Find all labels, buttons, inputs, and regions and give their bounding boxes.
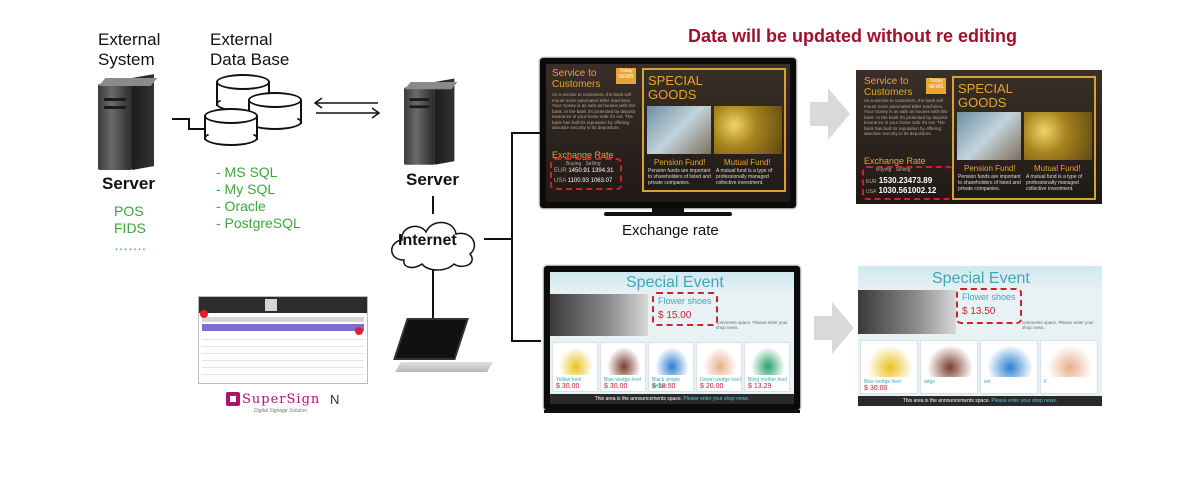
server-mid-label: Server <box>406 170 459 189</box>
shoe-price: $ 30.00 <box>556 383 580 390</box>
db-item: - Oracle <box>216 198 266 214</box>
internet-label: Internet <box>398 232 457 249</box>
exchange-caption: Exchange rate <box>622 222 719 239</box>
supersign-logo: SuperSign N Digital Signage Solution <box>226 390 346 420</box>
shoe-price: $ 20.00 <box>700 383 724 390</box>
laptop-icon <box>393 318 493 382</box>
server-tower-mid-icon <box>404 78 458 165</box>
supersign-software-screenshot <box>198 296 368 384</box>
shoe-image <box>751 347 785 375</box>
shoe-image <box>1047 345 1093 377</box>
special-goods-panel: SPECIAL GOODS Pension Fund! Pension fund… <box>952 76 1096 200</box>
special-goods-panel: SPECIAL GOODS Pension Fund! Pension fund… <box>642 68 786 192</box>
server-item: ……. <box>114 237 146 253</box>
shoe-name: Blue wedge heel <box>604 377 641 383</box>
database-icon <box>204 74 304 164</box>
announcement-bar: This area is the announcements space. Pl… <box>550 394 794 404</box>
announcement-bar: This area is the announcements space. Pl… <box>858 396 1102 406</box>
highlight-box <box>652 292 718 326</box>
signage-exchange-after: Service to Customers Today NEWS As a ser… <box>856 70 1102 204</box>
shoe-card: Blue wedge heel$ 30.00 <box>860 340 918 394</box>
server-tower-left-icon <box>98 74 158 170</box>
shoe-name: Yellow heel <box>556 377 582 383</box>
shoe-image <box>703 347 737 375</box>
db-item: - PostgreSQL <box>216 215 301 231</box>
shoe-name: Bling mother heel <box>748 377 787 383</box>
external-db-label: External Data Base <box>210 30 290 69</box>
sync-arrows-icon <box>313 97 381 119</box>
shoe-card: Green wedge heel$ 20.00 <box>696 342 742 392</box>
shoe-price: $ 18.50 <box>652 383 676 390</box>
tv-exchange-before: Service to Customers Today NEWS As a ser… <box>540 58 796 216</box>
shoes-photo <box>858 290 956 334</box>
server-left-label: Server <box>102 174 155 193</box>
server-item: FIDS <box>114 220 146 236</box>
shoe-name: Black simple wedge <box>652 377 681 389</box>
exchange-row: EUR 1530.23473.89 <box>866 176 933 185</box>
shoe-image <box>987 345 1033 377</box>
server-item: POS <box>114 203 144 219</box>
highlight-box <box>862 166 954 200</box>
headline: Data will be updated without re editing <box>688 26 1018 46</box>
dollar-image <box>957 112 1021 160</box>
external-system-label: External System <box>98 30 161 69</box>
shoe-image <box>559 347 593 375</box>
db-item: - My SQL <box>216 181 276 197</box>
arrow-right-icon <box>814 302 854 354</box>
shoe-image <box>927 345 973 377</box>
shoe-name: Green wedge heel <box>700 377 741 383</box>
shoe-card: adge <box>920 340 978 394</box>
shoe-price: $ 13.29 <box>748 383 772 390</box>
exchange-row: EUR 1450.91 1394.31 <box>554 168 614 174</box>
dollar-image <box>647 106 711 154</box>
server-left-items: POS FIDS ……. <box>114 203 146 254</box>
shoe-card: Black simple wedge$ 18.50 <box>648 342 694 392</box>
tv-event-before: Special Event Flower shoes $ 15.00 comme… <box>544 266 800 413</box>
exchange-row: USA 1030.561002.12 <box>866 186 937 195</box>
shoe-card: eel <box>980 340 1038 394</box>
shoe-name: eel <box>984 379 991 385</box>
shoe-name: Il <box>1044 379 1047 385</box>
db-item: - MS SQL <box>216 164 278 180</box>
shoe-image <box>867 345 913 377</box>
db-list: - MS SQL - My SQL - Oracle - PostgreSQL <box>216 164 301 232</box>
highlight-box <box>956 288 1022 324</box>
shoe-name: adge <box>924 379 936 385</box>
shoes-photo <box>550 294 648 336</box>
internet-cloud-icon <box>391 221 476 271</box>
exchange-row: USA 1100.93 1063.07 <box>554 178 613 184</box>
shoe-card: Bling mother heel$ 13.29 <box>744 342 790 392</box>
shoe-image <box>607 347 641 375</box>
shoe-name: Blue wedge heel <box>864 379 901 385</box>
shoe-price: $ 30.00 <box>864 385 888 392</box>
coins-image <box>714 106 782 154</box>
coins-image <box>1024 112 1092 160</box>
arrow-right-icon <box>810 88 850 140</box>
highlight-box <box>550 158 622 190</box>
shoe-card: Blue wedge heel$ 30.00 <box>600 342 646 392</box>
shoe-card: Yellow heel$ 30.00 <box>552 342 598 392</box>
shoe-card: Il <box>1040 340 1098 394</box>
shoe-image <box>655 347 689 375</box>
shoe-price: $ 30.00 <box>604 383 628 390</box>
signage-event-after: Special Event Flower shoes $ 13.50 comme… <box>858 266 1102 406</box>
